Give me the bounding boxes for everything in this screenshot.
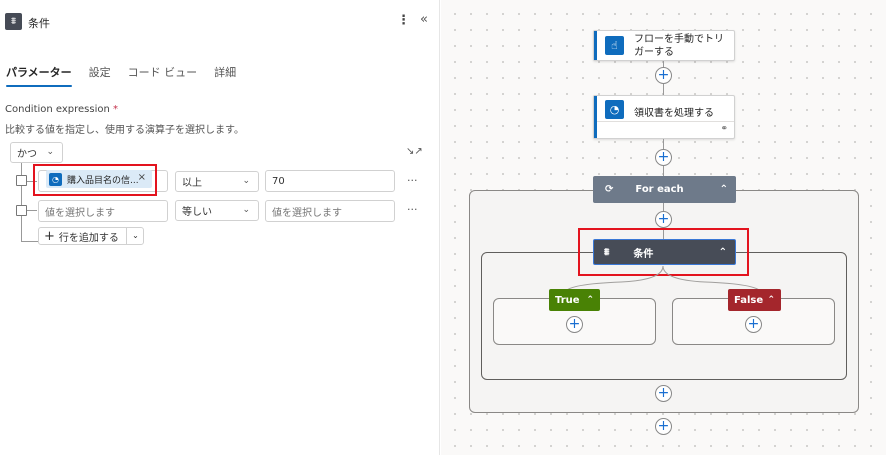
operator-dropdown[interactable]: 等しい ⌄ — [175, 200, 259, 221]
condition-right-input[interactable]: 値を選択します — [265, 200, 395, 222]
close-icon[interactable]: × — [137, 172, 146, 183]
trigger-label-line2: ガーする — [634, 47, 674, 58]
add-step-button[interactable]: + — [655, 211, 672, 228]
tree-line — [21, 163, 22, 241]
chevron-down-icon: ⌄ — [242, 176, 250, 186]
chevron-down-icon[interactable]: ⌄ — [126, 228, 144, 244]
field-label: Condition expression * — [5, 104, 118, 115]
tab-details[interactable]: 詳細 — [214, 66, 237, 79]
branch-connectors — [564, 265, 762, 293]
add-step-button[interactable]: + — [655, 149, 672, 166]
double-chevron-left-icon[interactable]: « — [420, 12, 428, 27]
condition-icon: ⩩ — [604, 246, 610, 258]
collapse-arrows-icon[interactable]: ↘↗ — [406, 146, 423, 157]
trigger-label-line1: フローを手動でトリ — [634, 34, 724, 45]
group-operator-dropdown[interactable]: かつ ⌄ — [10, 142, 63, 163]
chevron-up-icon[interactable]: ⌃ — [767, 295, 775, 305]
ai-builder-icon: ◔ — [605, 100, 624, 119]
highlight-box — [578, 228, 749, 276]
tab-code-view[interactable]: コード ビュー — [127, 66, 198, 79]
row-checkbox[interactable] — [16, 175, 27, 186]
add-step-button[interactable]: + — [745, 316, 762, 333]
true-label: True — [555, 294, 580, 306]
tree-line — [21, 241, 38, 242]
link-icon: ⚭ — [720, 124, 728, 134]
tab-settings[interactable]: 設定 — [88, 66, 111, 79]
node-accent — [594, 96, 597, 138]
node-accent — [594, 31, 597, 60]
chevron-up-icon[interactable]: ⌃ — [586, 295, 594, 305]
add-step-button[interactable]: + — [655, 67, 672, 84]
highlight-box — [33, 164, 157, 196]
true-branch-header[interactable]: True ⌃ — [549, 289, 600, 311]
row-more-button[interactable]: ··· — [407, 174, 418, 187]
add-row-button[interactable]: + 行を追加する ⌄ — [38, 227, 144, 245]
tab-bar: パラメーター 設定 コード ビュー 詳細 — [6, 64, 253, 87]
flow-canvas: ☝ フローを手動でトリ ガーする + ◔ 領収書を処理する ⚭ + ⟳ For … — [441, 0, 886, 455]
trigger-node[interactable]: ☝ フローを手動でトリ ガーする — [593, 30, 735, 61]
add-step-button[interactable]: + — [655, 418, 672, 435]
right-value: 70 — [272, 175, 285, 187]
chevron-up-icon[interactable]: ⌃ — [719, 184, 728, 195]
condition-node[interactable]: ⩩ 条件 ⌃ — [593, 239, 736, 265]
add-row-label: 行を追加する — [58, 232, 119, 244]
field-description: 比較する値を指定し、使用する演算子を選択します。 — [5, 125, 244, 136]
condition-left-input[interactable]: 値を選択します — [38, 200, 168, 222]
loop-icon: ⟳ — [605, 184, 614, 195]
add-step-button[interactable]: + — [655, 385, 672, 402]
operator-value: 等しい — [182, 207, 212, 218]
right-placeholder: 値を選択します — [272, 207, 342, 219]
condition-right-input[interactable]: 70 — [265, 170, 395, 192]
plus-icon: + — [44, 228, 55, 244]
chevron-down-icon: ⌄ — [242, 205, 250, 215]
false-label: False — [734, 294, 764, 306]
left-placeholder: 値を選択します — [45, 207, 115, 219]
required-mark: * — [113, 104, 119, 115]
foreach-label: For each — [635, 184, 684, 195]
operator-dropdown[interactable]: 以上 ⌄ — [175, 171, 259, 192]
foreach-node[interactable]: ⟳ For each ⌃ — [593, 176, 736, 203]
chevron-down-icon: ⌄ — [46, 147, 54, 157]
chevron-up-icon[interactable]: ⌃ — [718, 246, 727, 258]
manual-trigger-icon: ☝ — [605, 36, 624, 55]
token-label: 購入品目名の信... — [67, 175, 139, 186]
field-label-text: Condition expression — [5, 104, 110, 115]
parameters-panel: ⩩ 条件 ⋮ « パラメーター 設定 コード ビュー 詳細 Condition … — [0, 0, 440, 455]
trigger-label: フローを手動でトリ ガーする — [634, 33, 724, 59]
operator-value: 以上 — [182, 178, 202, 189]
false-branch-header[interactable]: False ⌃ — [728, 289, 781, 311]
panel-title: 条件 — [28, 17, 50, 30]
row-checkbox[interactable] — [16, 205, 27, 216]
tab-parameters[interactable]: パラメーター — [6, 64, 72, 87]
add-step-button[interactable]: + — [566, 316, 583, 333]
condition-icon: ⩩ — [5, 13, 22, 30]
condition-label: 条件 — [633, 248, 654, 260]
ai-builder-icon: ◔ — [49, 172, 62, 186]
row-more-button[interactable]: ··· — [407, 203, 418, 216]
divider — [597, 121, 734, 122]
tree-line — [27, 181, 37, 182]
dynamic-content-token[interactable]: ◔ 購入品目名の信... × — [46, 170, 152, 188]
tree-line — [27, 210, 37, 211]
action-label: 領収書を処理する — [634, 108, 714, 119]
action-node[interactable]: ◔ 領収書を処理する ⚭ — [593, 95, 735, 139]
more-vertical-icon[interactable]: ⋮ — [397, 13, 410, 28]
group-operator-value: かつ — [17, 149, 37, 160]
